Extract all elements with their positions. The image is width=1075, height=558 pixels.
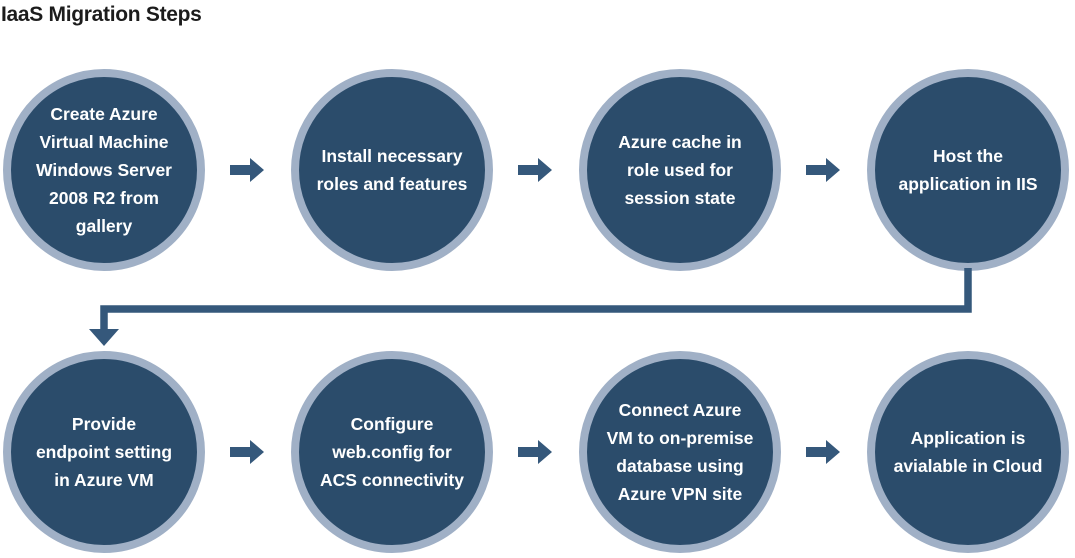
right-arrow-icon	[230, 158, 264, 182]
flow-step-3-label: Azure cache in role used for session sta…	[618, 132, 742, 208]
flow-step-6: Configure web.config for ACS connectivit…	[291, 351, 493, 553]
right-arrow-icon	[518, 158, 552, 182]
flow-step-8-label: Application is avialable in Cloud	[893, 428, 1043, 476]
flow-step-3: Azure cache in role used for session sta…	[579, 69, 781, 271]
right-arrow-icon	[806, 440, 840, 464]
flow-step-4-label: Host the application in IIS	[898, 146, 1038, 194]
flow-step-8: Application is avialable in Cloud	[867, 351, 1069, 553]
flow-step-7: Connect Azure VM to on-premise database …	[579, 351, 781, 553]
flow-step-1-label: Create Azure Virtual Machine Windows Ser…	[36, 104, 172, 236]
right-arrow-icon	[806, 158, 840, 182]
flow-step-1: Create Azure Virtual Machine Windows Ser…	[3, 69, 205, 271]
diagram-title: IaaS Migration Steps	[1, 3, 202, 26]
flow-step-7-label: Connect Azure VM to on-premise database …	[606, 400, 754, 504]
flow-step-5-label: Provide endpoint setting in Azure VM	[35, 414, 173, 490]
flow-step-4: Host the application in IIS	[867, 69, 1069, 271]
flow-step-5: Provide endpoint setting in Azure VM	[3, 351, 205, 553]
right-arrow-icon	[518, 440, 552, 464]
flow-step-2-label: Install necessary roles and features	[316, 146, 468, 194]
right-arrow-icon	[230, 440, 264, 464]
flow-step-6-label: Configure web.config for ACS connectivit…	[320, 414, 464, 490]
flow-step-2: Install necessary roles and features	[291, 69, 493, 271]
